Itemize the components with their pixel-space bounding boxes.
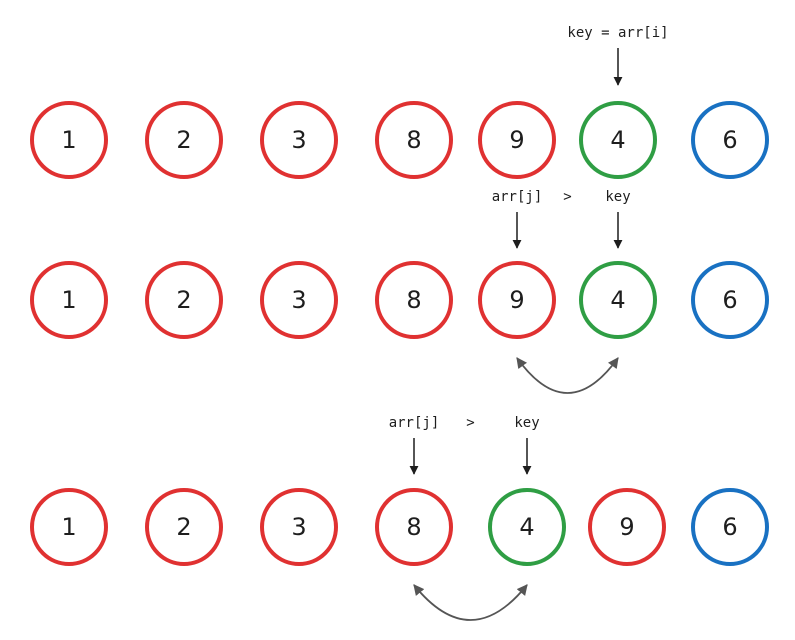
element-value: 6: [722, 286, 737, 314]
element-circle: [375, 101, 453, 179]
array-element-sorted: 8: [375, 488, 453, 566]
array-element-sorted: 1: [30, 488, 108, 566]
element-value: 3: [291, 286, 306, 314]
element-circle: [145, 101, 223, 179]
array-element-sorted: 3: [260, 101, 338, 179]
element-circle: [260, 261, 338, 339]
element-value: 8: [406, 286, 421, 314]
element-value: 2: [176, 126, 191, 154]
element-circle: [145, 488, 223, 566]
array-element-sorted: 8: [375, 261, 453, 339]
element-circle: [145, 261, 223, 339]
element-circle: [579, 101, 657, 179]
element-value: 1: [61, 513, 76, 541]
element-value: 4: [519, 513, 534, 541]
array-element-sorted: 3: [260, 488, 338, 566]
array-element-sorted: 9: [478, 101, 556, 179]
array-element-sorted: 2: [145, 101, 223, 179]
element-circle: [260, 101, 338, 179]
element-value: 9: [509, 126, 524, 154]
element-circle: [30, 261, 108, 339]
element-circle: [691, 488, 769, 566]
element-circle: [30, 101, 108, 179]
comparison-operator: >: [563, 189, 571, 205]
swap-arrow-icon: [516, 357, 619, 394]
pointer-label: arr[j]: [389, 415, 440, 431]
array-element-sorted: 2: [145, 488, 223, 566]
element-circle: [588, 488, 666, 566]
array-element-sorted: 9: [478, 261, 556, 339]
pointer-label: key: [605, 189, 630, 205]
element-value: 6: [722, 513, 737, 541]
array-element-sorted: 8: [375, 101, 453, 179]
element-value: 2: [176, 513, 191, 541]
element-value: 9: [509, 286, 524, 314]
array-element-key: 4: [579, 261, 657, 339]
element-circle: [375, 261, 453, 339]
element-value: 1: [61, 286, 76, 314]
element-circle: [478, 101, 556, 179]
comparison-operator: >: [466, 415, 474, 431]
array-element-key: 4: [488, 488, 566, 566]
element-value: 4: [610, 126, 625, 154]
element-circle: [691, 261, 769, 339]
element-value: 6: [722, 126, 737, 154]
element-value: 8: [406, 513, 421, 541]
element-value: 9: [619, 513, 634, 541]
element-circle: [488, 488, 566, 566]
element-circle: [260, 488, 338, 566]
array-element-sorted: 1: [30, 101, 108, 179]
array-element-sorted: 3: [260, 261, 338, 339]
array-element-unsorted: 6: [691, 488, 769, 566]
element-circle: [579, 261, 657, 339]
array-row-2: 1 2 3 8 9 4 6 arr[j] > key: [30, 189, 769, 394]
pointer-label: arr[j]: [492, 189, 543, 205]
array-element-key: 4: [579, 101, 657, 179]
element-value: 4: [610, 286, 625, 314]
element-circle: [478, 261, 556, 339]
element-value: 1: [61, 126, 76, 154]
element-value: 3: [291, 126, 306, 154]
array-row-1: 1 2 3 8 9 4 6 key = arr[i]: [30, 25, 769, 179]
swap-arrow-icon: [413, 584, 528, 621]
pointer-label: key: [514, 415, 539, 431]
element-circle: [30, 488, 108, 566]
element-circle: [691, 101, 769, 179]
array-element-sorted: 2: [145, 261, 223, 339]
array-element-unsorted: 6: [691, 261, 769, 339]
array-row-3: 1 2 3 8 4 9 6 arr[j] > key: [30, 415, 769, 621]
array-element-sorted: 9: [588, 488, 666, 566]
element-value: 3: [291, 513, 306, 541]
array-element-unsorted: 6: [691, 101, 769, 179]
array-element-sorted: 1: [30, 261, 108, 339]
element-value: 2: [176, 286, 191, 314]
element-circle: [375, 488, 453, 566]
element-value: 8: [406, 126, 421, 154]
pointer-label: key = arr[i]: [567, 25, 668, 41]
